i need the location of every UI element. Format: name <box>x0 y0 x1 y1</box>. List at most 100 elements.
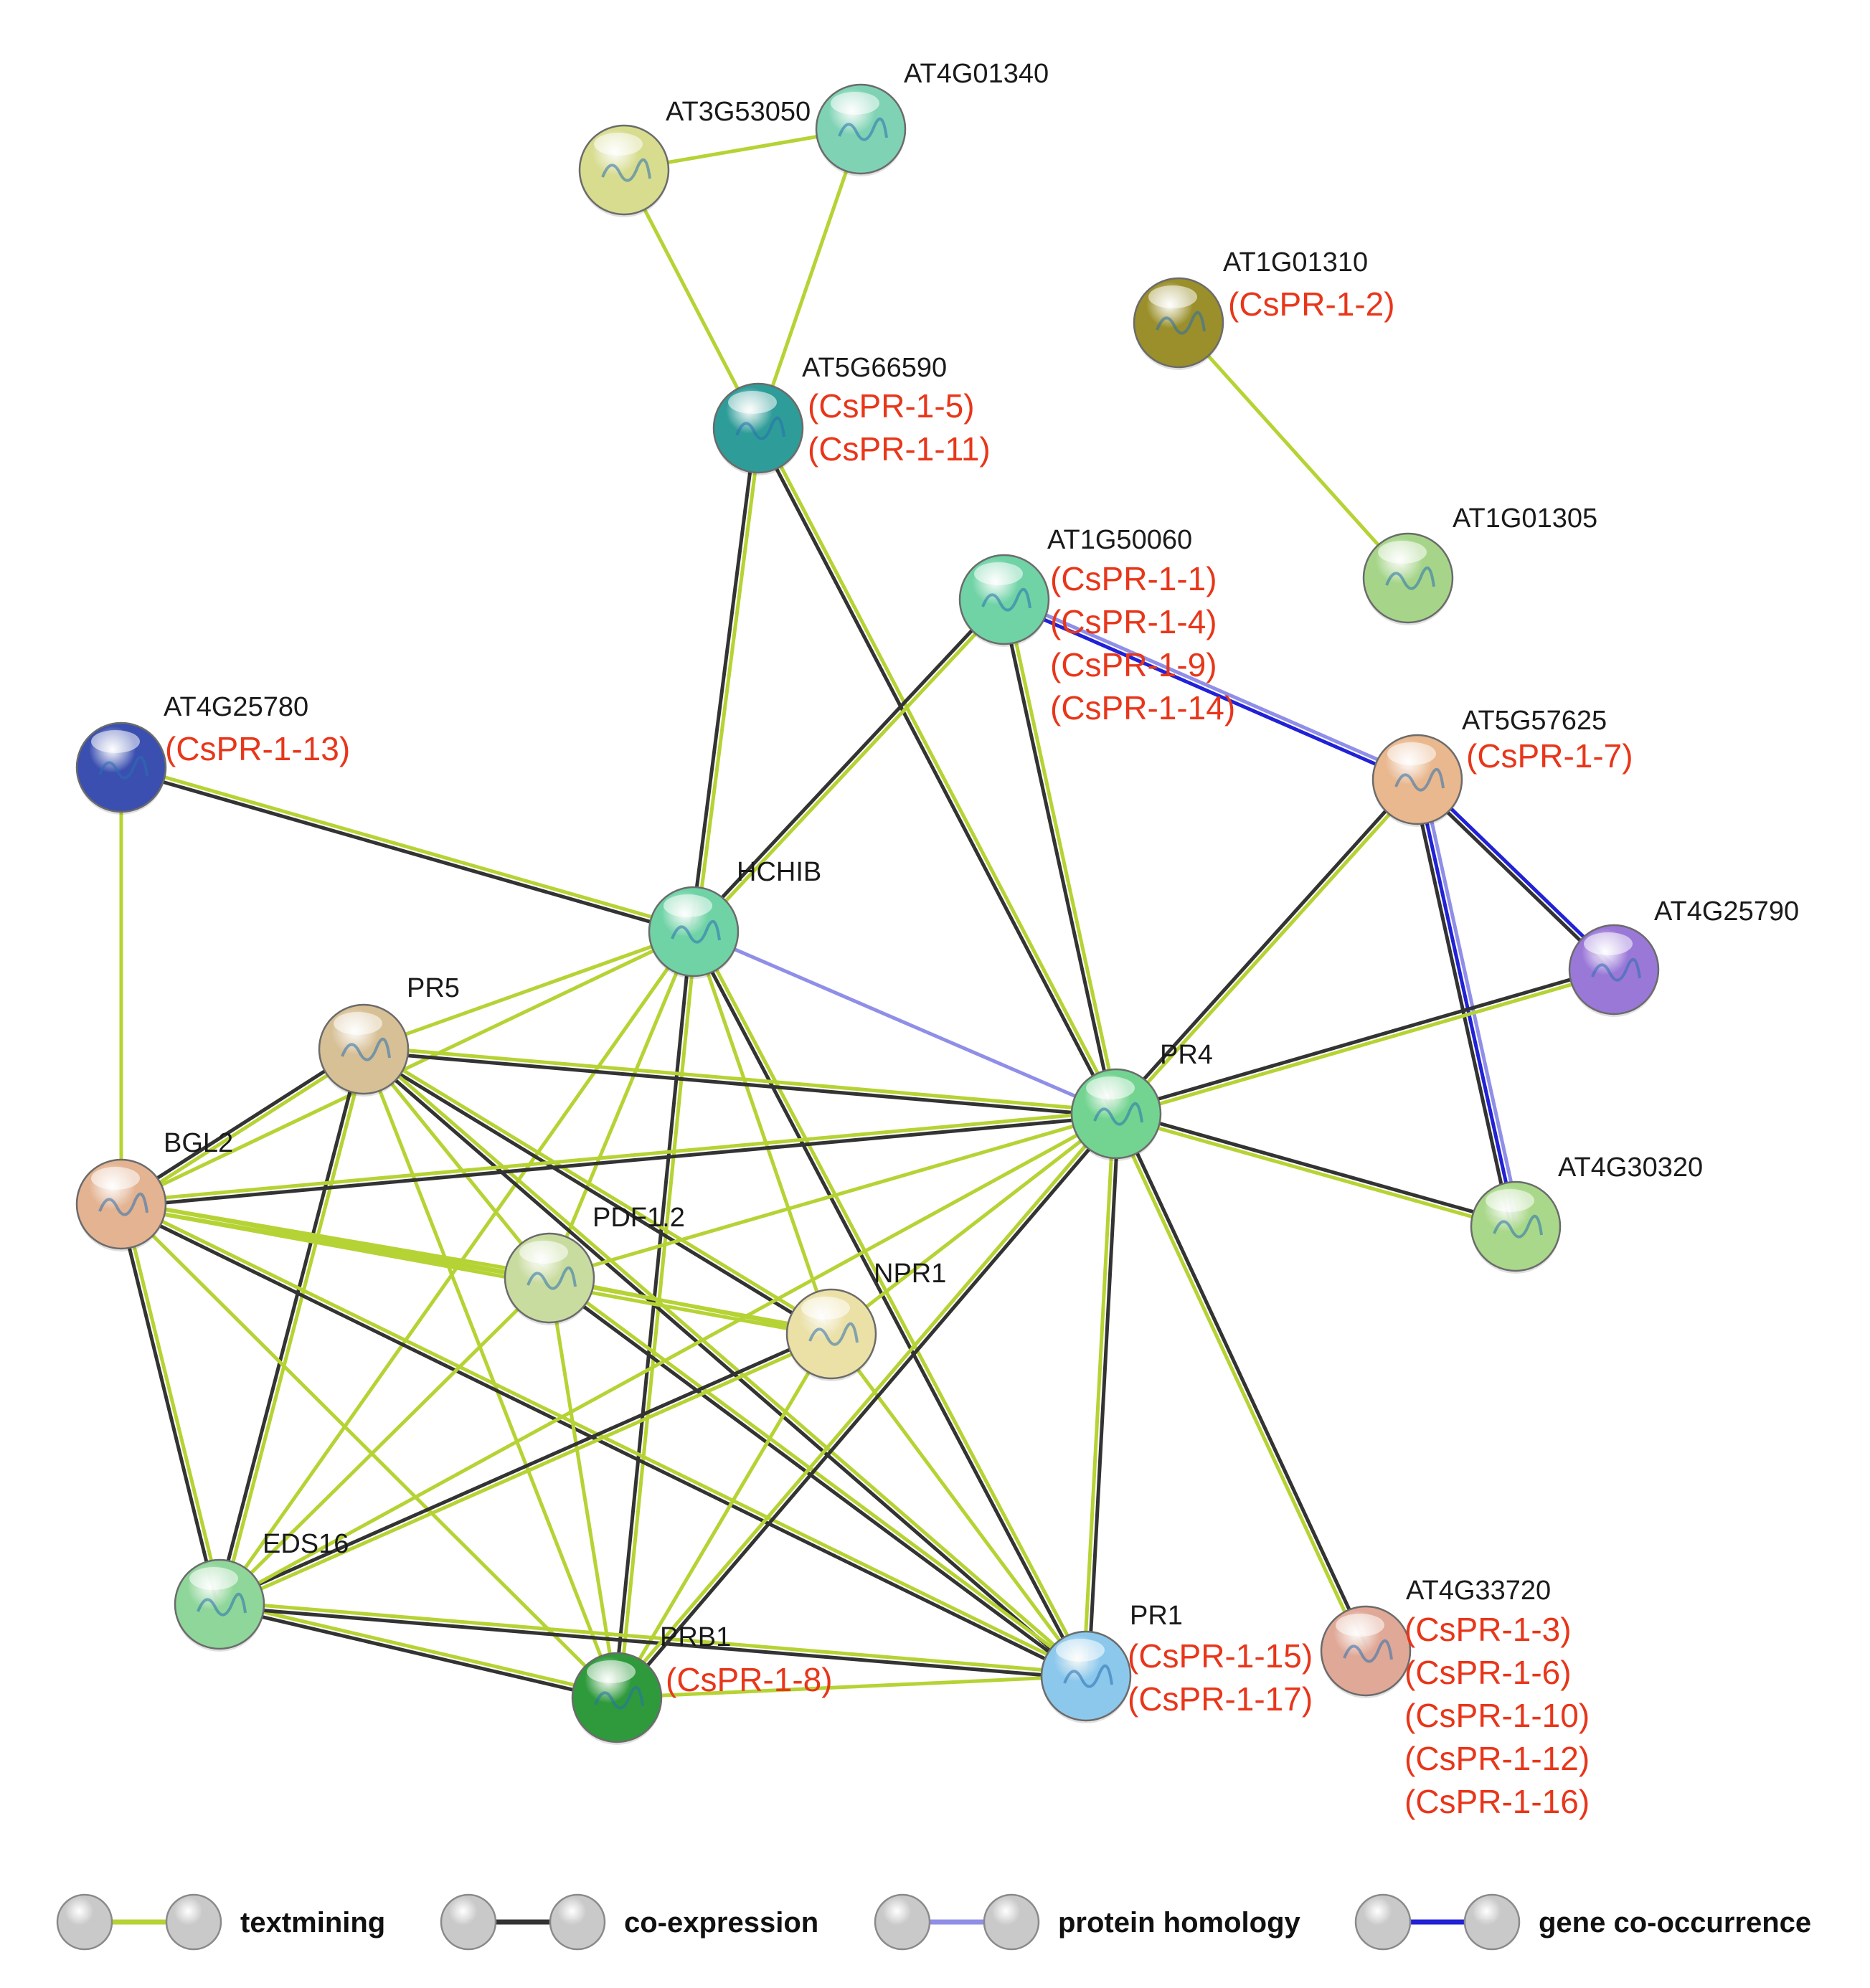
node-pr5[interactable] <box>318 1003 410 1097</box>
node-pdf1-2[interactable] <box>504 1232 595 1325</box>
edge-at1g50060-at5g57625 <box>1001 595 1420 784</box>
edge-at4g30320-pr4 <box>1113 1109 1519 1231</box>
edge-line-coexpression <box>217 1604 618 1702</box>
protein-structure-icon <box>981 587 1031 612</box>
legend-label: protein homology <box>1058 1907 1301 1939</box>
node-highlight <box>664 894 712 917</box>
node-at4g25790[interactable] <box>1568 924 1660 1017</box>
node-at1g01305[interactable] <box>1362 532 1454 625</box>
protein-structure-icon <box>98 755 148 780</box>
edge-line-textmining <box>362 929 696 1051</box>
node-sublabel-at1g50060: (CsPR-1-9) <box>1050 646 1217 683</box>
edge-at1g01310-at1g01305 <box>1176 321 1410 580</box>
edge-line-coexpression <box>1414 780 1615 974</box>
node-at3g53050[interactable] <box>578 124 670 217</box>
legend-label: co-expression <box>624 1907 818 1939</box>
edge-line-coexpression <box>217 1604 1088 1680</box>
node-label-pr4: PR4 <box>1160 1040 1213 1070</box>
legend-label: textmining <box>240 1907 385 1939</box>
node-at4g01340[interactable] <box>815 83 907 176</box>
protein-structure-icon <box>341 1037 391 1061</box>
edge-at4g25780-hchib <box>118 763 696 936</box>
edge-line-textmining <box>547 1112 1118 1280</box>
legend-item-cooccurrence: gene co-occurrence <box>1354 1893 1811 1951</box>
edge-line-coexpression <box>1410 779 1513 1230</box>
edge-line-textmining <box>118 1204 833 1338</box>
edge-line-textmining <box>119 929 696 1206</box>
legend-label: gene co-occurrence <box>1539 1907 1811 1939</box>
node-npr1[interactable] <box>785 1288 877 1381</box>
edge-line-textmining <box>362 1045 1118 1114</box>
edge-line-textmining <box>218 1334 834 1609</box>
edge-line-textmining <box>217 1600 1088 1676</box>
edge-line-textmining <box>547 1276 619 1700</box>
edge-pr5-pr4 <box>362 1045 1118 1118</box>
node-label-pr1: PR1 <box>1130 1601 1183 1631</box>
edge-line-coexpression <box>1112 776 1417 1114</box>
legend-ball-icon <box>1354 1893 1412 1951</box>
edge-npr1-pr4 <box>829 1112 1118 1336</box>
node-at1g50060[interactable] <box>958 554 1050 647</box>
edge-hchib-pr1 <box>689 928 1090 1680</box>
node-at4g25780[interactable] <box>75 721 167 815</box>
protein-structure-icon <box>671 919 721 944</box>
edge-pr5-prb1 <box>362 1047 619 1700</box>
edge-line-textmining <box>694 599 1009 935</box>
nodes-layer <box>75 83 1660 1745</box>
node-at5g66590[interactable] <box>712 382 804 475</box>
protein-structure-icon <box>838 117 888 141</box>
edge-line-textmining <box>363 1045 835 1334</box>
node-label-at1g50060: AT1G50060 <box>1047 525 1192 555</box>
node-highlight <box>1336 1614 1384 1637</box>
protein-structure-icon <box>594 1685 644 1710</box>
legend-item-textmining: textmining <box>56 1893 385 1951</box>
edge-pr5-pr1 <box>360 1045 1090 1680</box>
edge-pr5-eds16 <box>215 1046 368 1607</box>
edge-pr5-bgl2 <box>118 1045 367 1208</box>
edge-line-textmining <box>694 928 1090 1677</box>
node-highlight <box>1387 742 1436 765</box>
edge-line-coexpression <box>689 931 1086 1680</box>
node-prb1[interactable] <box>571 1652 663 1745</box>
node-label-at3g53050: AT3G53050 <box>666 97 811 127</box>
node-label-at4g25790: AT4G25790 <box>1654 896 1799 927</box>
edge-hchib-bgl2 <box>119 929 696 1206</box>
edge-line-textmining <box>549 1274 1090 1676</box>
edge-line-textmining <box>1082 1112 1116 1678</box>
protein-structure-icon <box>197 1592 247 1617</box>
edge-hchib-pr5 <box>362 929 696 1051</box>
node-at5g57625[interactable] <box>1371 734 1463 827</box>
protein-structure-icon <box>808 1322 859 1346</box>
edge-line-textmining <box>1113 1114 1517 1231</box>
node-at1g01310[interactable] <box>1133 277 1224 370</box>
node-eds16[interactable] <box>174 1558 265 1652</box>
edge-line-homology <box>691 929 1118 1116</box>
edge-line-cooccurrence <box>1415 777 1518 1229</box>
node-hchib[interactable] <box>648 886 740 979</box>
node-at4g33720[interactable] <box>1320 1605 1412 1698</box>
protein-structure-icon <box>1093 1102 1143 1126</box>
node-pr1[interactable] <box>1040 1630 1132 1723</box>
edge-line-coexpression <box>1086 1112 1120 1678</box>
edge-line-coexpression <box>118 1204 1087 1680</box>
node-bgl2[interactable] <box>75 1158 167 1251</box>
edge-pr1-pr4 <box>1082 1112 1120 1678</box>
node-sublabel-at4g33720: (CsPR-1-6) <box>1404 1654 1572 1691</box>
edge-pdf1-2-pr4 <box>547 1112 1118 1280</box>
edge-line-coexpression <box>360 1049 1087 1680</box>
node-sublabel-at4g33720: (CsPR-1-12) <box>1404 1740 1590 1777</box>
protein-structure-icon <box>601 158 651 182</box>
edge-eds16-pr1 <box>217 1600 1088 1680</box>
edge-line-homology <box>1003 595 1420 780</box>
protein-structure-icon <box>1394 767 1445 792</box>
node-at4g30320[interactable] <box>1470 1180 1562 1274</box>
edge-line-textmining <box>758 425 1120 1114</box>
node-label-pr5: PR5 <box>407 973 460 1003</box>
node-pr4[interactable] <box>1070 1068 1162 1161</box>
edge-line-textmining <box>547 929 696 1280</box>
legend-ball-icon <box>1463 1893 1521 1951</box>
edge-at4g25790-pr4 <box>1113 965 1617 1118</box>
edge-npr1-pr1 <box>829 1332 1088 1678</box>
edge-line-coexpression <box>118 767 695 936</box>
